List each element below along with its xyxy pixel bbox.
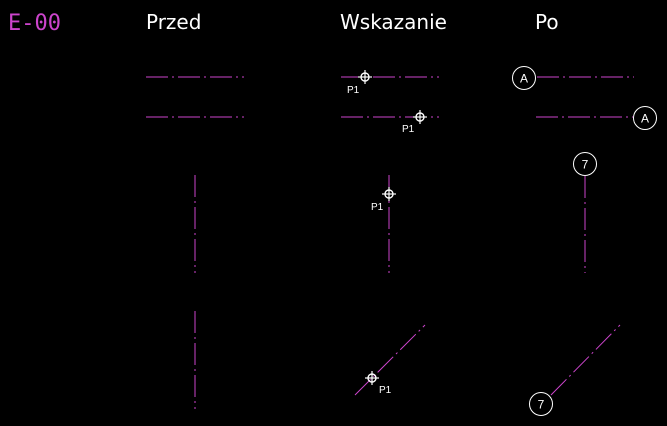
before-column [146,76,244,409]
column-header-after: Po [535,10,559,34]
sheet-code: E-00 [8,11,61,36]
axis-bubble-vertical-label: 7 [582,158,589,172]
pick-label: P1 [347,85,360,96]
pick-marker-icon [412,109,428,125]
axis-bubble-diagonal [529,392,553,416]
axis-bubble-vertical [573,152,597,176]
after-column: A A 7 7 [512,66,657,416]
axis-bubble-diagonal-label: 7 [538,398,545,412]
column-header-indication: Wskazanie [340,10,447,34]
column-header-before: Przed [146,10,201,34]
indication-diagonal-axis [354,324,426,396]
pick-marker-icon [381,186,397,202]
axis-bubble-bottom [633,106,657,130]
pick-marker-icon [357,69,373,85]
indication-column: P1 P1 P1 P1 [341,69,439,396]
axis-bubble-bottom-label: A [641,112,649,126]
pick-label: P1 [379,385,392,396]
pick-label: P1 [371,202,384,213]
after-diagonal-axis [550,324,621,396]
axis-bubble-top-label: A [520,72,528,86]
pick-label: P1 [402,124,415,135]
axis-bubble-top [512,66,536,90]
